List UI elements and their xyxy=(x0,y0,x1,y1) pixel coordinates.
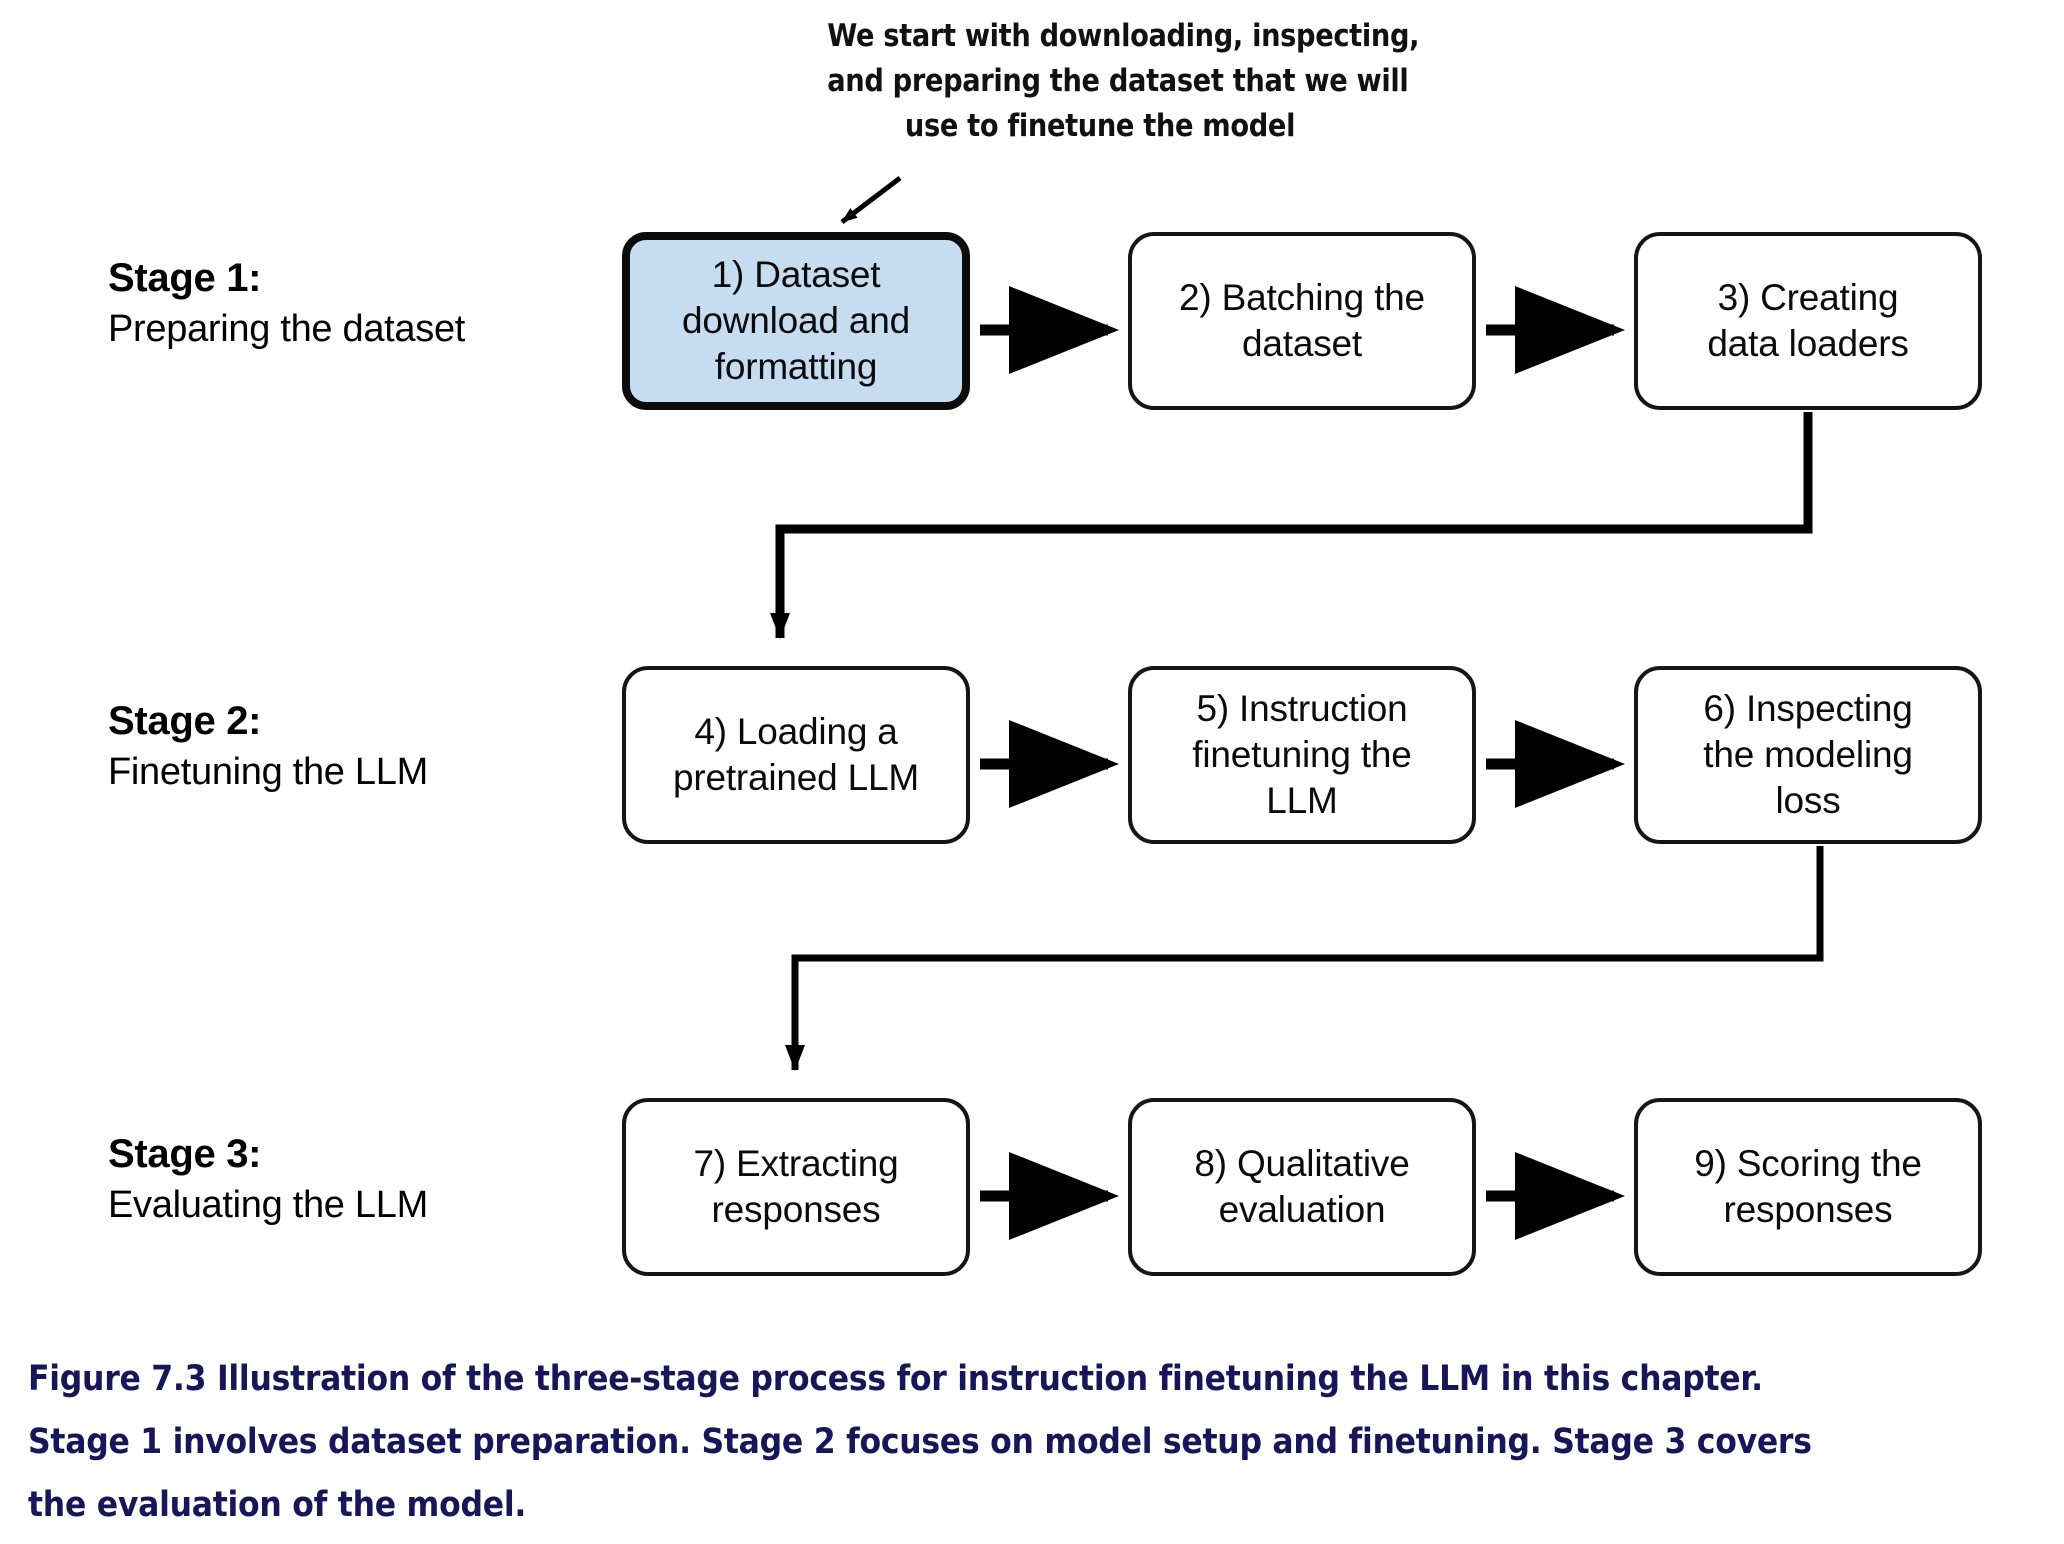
stage-2-subtitle: Finetuning the LLM xyxy=(108,751,428,793)
callout-arrow xyxy=(840,176,902,224)
node-6-inspecting-the-modeling-loss[interactable]: 6) Inspecting the modeling loss xyxy=(1634,666,1982,844)
node-6-label: 6) Inspecting the modeling loss xyxy=(1703,688,1913,821)
callout-annotation: We start with downloading, inspecting, a… xyxy=(827,14,1420,149)
stage-3-title: Stage 3: xyxy=(108,1132,262,1176)
arrow-6-to-7 xyxy=(785,846,1824,1071)
stage-1-subtitle: Preparing the dataset xyxy=(108,308,466,350)
stage-2-title: Stage 2: xyxy=(108,699,262,743)
node-4-loading-a-pretrained-llm[interactable]: 4) Loading a pretrained LLM xyxy=(622,666,970,844)
node-7-extracting-responses[interactable]: 7) Extracting responses xyxy=(622,1098,970,1276)
node-8-label: 8) Qualitative evaluation xyxy=(1194,1143,1410,1230)
arrow-3-to-4 xyxy=(770,412,1813,639)
node-9-label: 9) Scoring the responses xyxy=(1694,1143,1922,1230)
node-7-label: 7) Extracting responses xyxy=(693,1143,899,1230)
node-8-qualitative-evaluation[interactable]: 8) Qualitative evaluation xyxy=(1128,1098,1476,1276)
stage-label-2: Stage 2: Finetuning the LLM xyxy=(108,695,588,797)
node-2-label: 2) Batching the dataset xyxy=(1179,277,1425,364)
stage-label-1: Stage 1: Preparing the dataset xyxy=(108,252,588,354)
callout-line-2: and preparing the dataset that we will xyxy=(827,63,1409,99)
node-1-dataset-download-and-formatting[interactable]: 1) Dataset download and formatting xyxy=(622,232,970,410)
node-3-creating-data-loaders[interactable]: 3) Creating data loaders xyxy=(1634,232,1982,410)
node-5-instruction-finetuning-the-llm[interactable]: 5) Instruction finetuning the LLM xyxy=(1128,666,1476,844)
node-1-label: 1) Dataset download and formatting xyxy=(681,254,911,387)
node-2-batching-the-dataset[interactable]: 2) Batching the dataset xyxy=(1128,232,1476,410)
figure-caption: Figure 7.3 Illustration of the three-sta… xyxy=(28,1359,1812,1525)
node-5-label: 5) Instruction finetuning the LLM xyxy=(1192,688,1412,821)
callout-line-1: We start with downloading, inspecting, xyxy=(827,18,1420,54)
node-9-scoring-the-responses[interactable]: 9) Scoring the responses xyxy=(1634,1098,1982,1276)
callout-line-3: use to finetune the model xyxy=(904,108,1296,144)
stage-1-title: Stage 1: xyxy=(108,256,262,300)
stage-3-subtitle: Evaluating the LLM xyxy=(108,1184,428,1226)
node-4-label: 4) Loading a pretrained LLM xyxy=(672,711,920,798)
node-3-label: 3) Creating data loaders xyxy=(1707,277,1909,364)
stage-label-3: Stage 3: Evaluating the LLM xyxy=(108,1128,588,1230)
